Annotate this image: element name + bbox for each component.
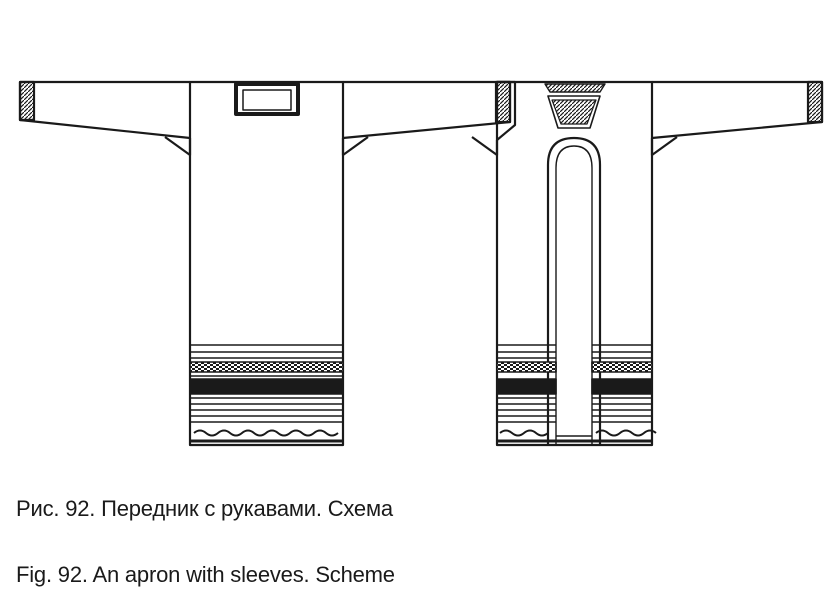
figure-caption-english: Fig. 92. An apron with sleeves. Scheme bbox=[16, 562, 395, 587]
back-right-sleeve-cuff bbox=[806, 80, 824, 124]
left-gusset bbox=[164, 136, 192, 157]
front-neck-opening bbox=[234, 82, 300, 116]
back-right-sleeve bbox=[651, 80, 824, 140]
left-sleeve-cuff bbox=[18, 80, 36, 122]
front-hem-ornament bbox=[189, 344, 344, 443]
apron-scheme-figure bbox=[18, 80, 824, 447]
apron-back-view bbox=[471, 80, 824, 447]
back-neck-trim bbox=[547, 95, 601, 129]
back-hem-ornament bbox=[496, 344, 657, 443]
left-sleeve bbox=[18, 80, 191, 140]
right-sleeve bbox=[342, 80, 512, 140]
right-gusset bbox=[341, 136, 369, 157]
back-center-slit bbox=[546, 136, 602, 445]
apron-front-view bbox=[18, 80, 512, 447]
back-body bbox=[495, 80, 654, 447]
figure-caption-russian: Рис. 92. Передник с рукавами. Схема bbox=[16, 496, 393, 521]
